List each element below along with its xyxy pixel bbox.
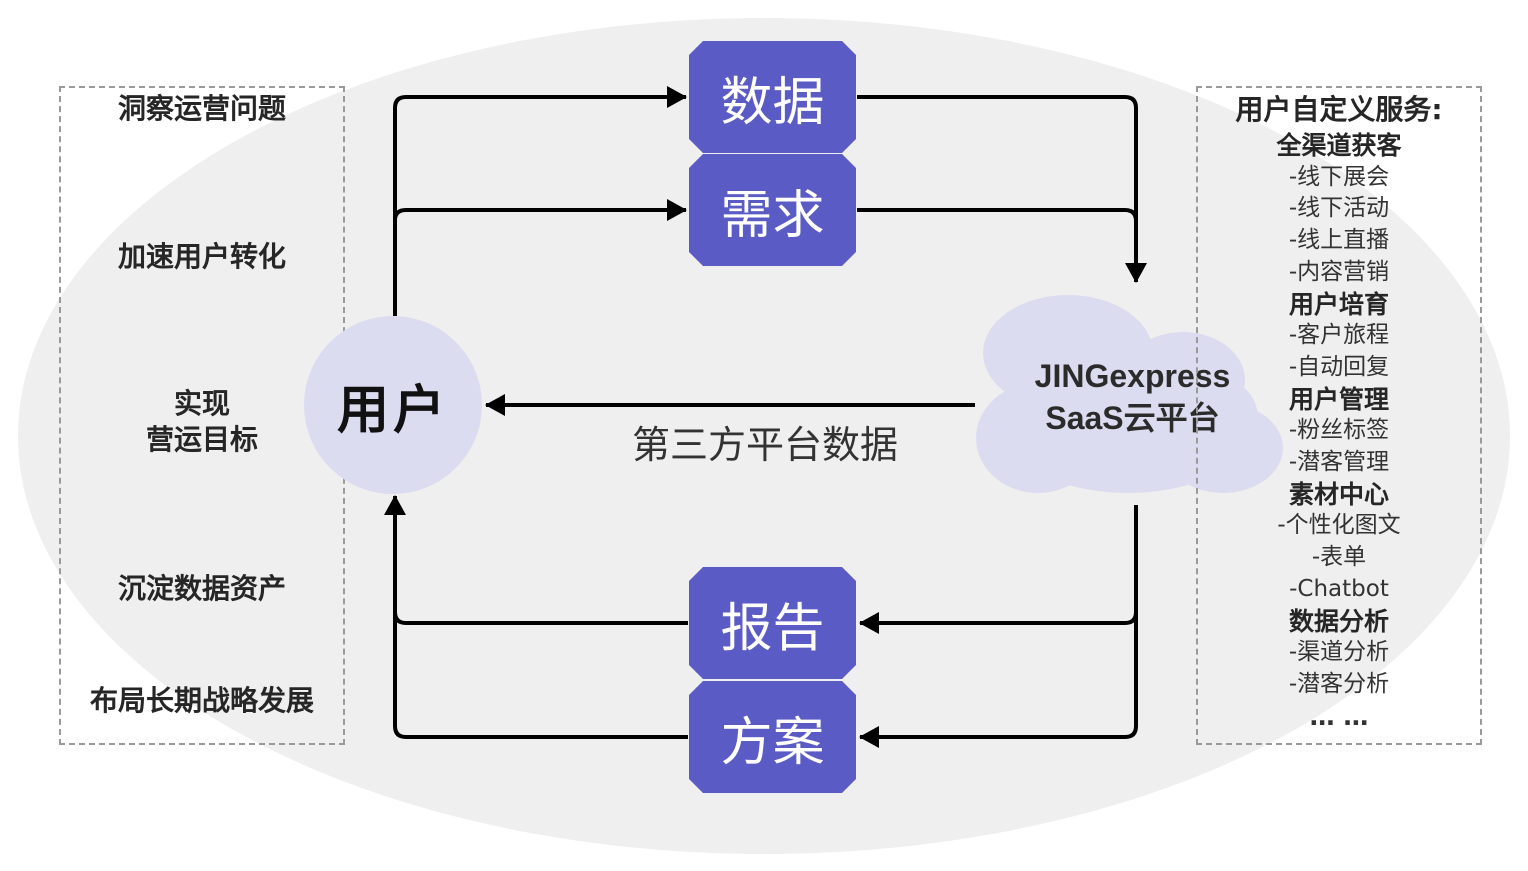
services-title: 用户自定义服务:	[1235, 93, 1443, 126]
service-item: -潜客分析	[1288, 670, 1390, 697]
service-item: -个性化图文	[1277, 512, 1401, 539]
service-category: 素材中心	[1288, 479, 1389, 509]
tile-data: 数据	[689, 41, 856, 153]
service-item: -粉丝标签	[1288, 417, 1390, 444]
goal-item: 洞察运营问题	[117, 92, 286, 125]
goal-item: 加速用户转化	[117, 240, 286, 273]
goal-item: 实现营运目标	[145, 387, 258, 456]
arrow-report-plan-to-user	[384, 495, 688, 739]
arrow-cloud-to-report	[859, 505, 1138, 634]
service-category: 数据分析	[1288, 606, 1389, 636]
cloud-shape	[976, 295, 1283, 493]
arrow-user-to-data	[393, 86, 687, 316]
tile-report: 报告	[689, 567, 856, 679]
platform-name-line2: SaaS云平台	[1045, 400, 1220, 436]
service-item: -自动回复	[1288, 353, 1390, 380]
service-item: -线下活动	[1288, 195, 1390, 222]
service-category: 用户培育	[1288, 289, 1389, 319]
third-party-label: 第三方平台数据	[631, 423, 898, 467]
service-item: -客户旅程	[1288, 322, 1390, 349]
tile-demand: 需求	[689, 154, 856, 266]
service-item: -Chatbot	[1289, 575, 1389, 602]
arrow-data-to-cloud	[857, 95, 1147, 283]
user-node: 用户	[304, 316, 482, 494]
services-list: 用户自定义服务: 全渠道获客 -线下展会 -线下活动 -线上直播 -内容营销 用…	[1196, 90, 1482, 732]
service-more: … …	[1309, 701, 1369, 731]
service-category: 全渠道获客	[1276, 131, 1402, 160]
service-item: -渠道分析	[1288, 639, 1390, 666]
arrow-cloud-to-plan	[859, 612, 1138, 748]
service-item: -表单	[1311, 544, 1367, 571]
service-item: -线上直播	[1288, 227, 1390, 254]
service-item: -潜客管理	[1288, 449, 1390, 476]
goal-item: 沉淀数据资产	[117, 572, 286, 605]
service-item: -线下展会	[1288, 163, 1390, 190]
goal-item: 布局长期战略发展	[89, 684, 314, 717]
service-item: -内容营销	[1288, 258, 1390, 285]
tile-plan: 方案	[689, 681, 856, 793]
line-report-to-user	[393, 611, 688, 625]
services-panel	[1196, 86, 1482, 745]
service-category: 用户管理	[1288, 384, 1389, 414]
arrow-user-to-demand	[393, 199, 687, 221]
line-demand-to-cloud	[857, 208, 1138, 222]
